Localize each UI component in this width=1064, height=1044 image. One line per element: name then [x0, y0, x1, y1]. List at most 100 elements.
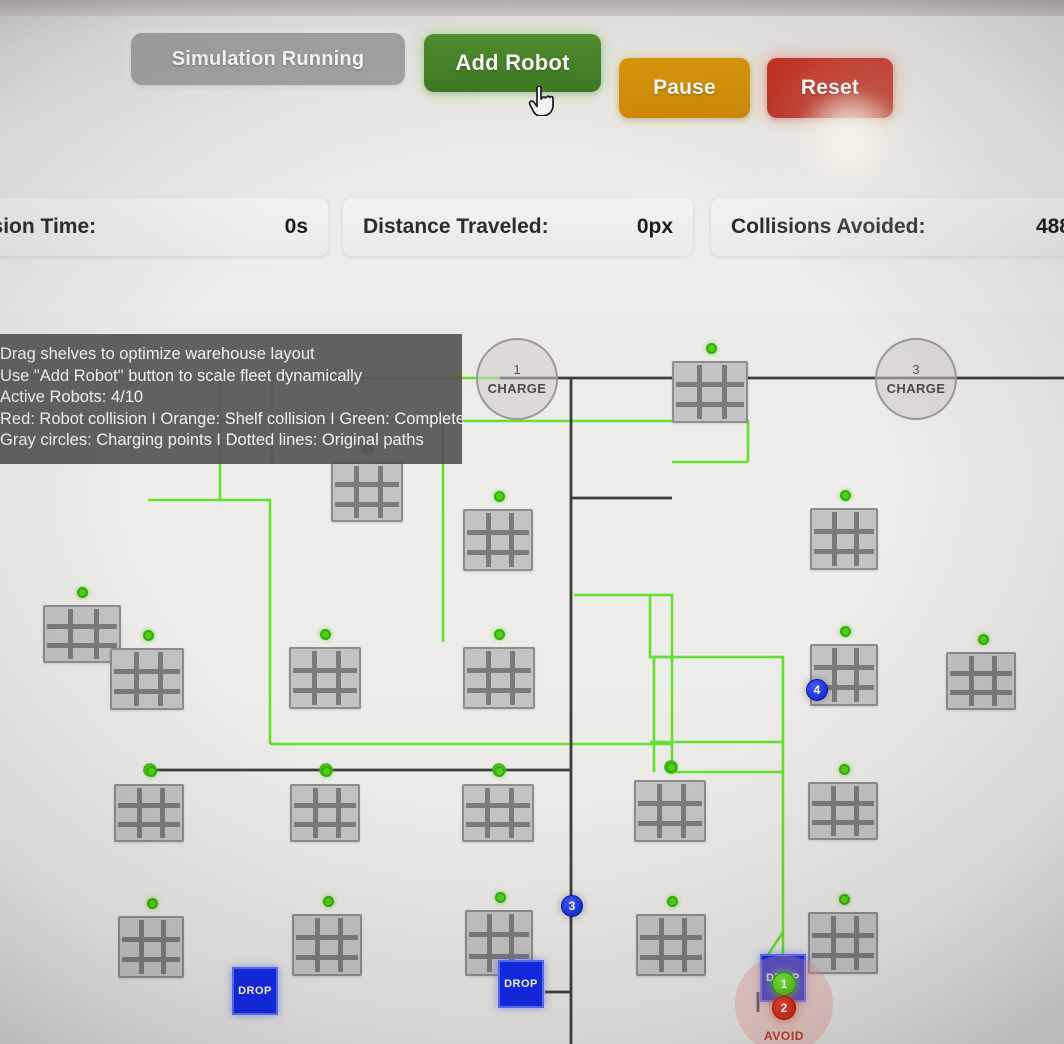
shelf-divider [337, 918, 343, 972]
robot-marker[interactable]: 1 [772, 972, 796, 996]
shelf-divider [158, 652, 164, 706]
warehouse-shelf[interactable] [331, 462, 403, 522]
legend-line: Drag shelves to optimize warehouse layou… [0, 345, 315, 363]
shelf-divider [485, 513, 491, 567]
shelf-divider [466, 803, 530, 809]
drop-zone[interactable]: DROP [498, 960, 544, 1008]
shelf-divider [136, 788, 142, 838]
shelf-status-indicator-icon [147, 898, 158, 909]
robot-marker[interactable]: 3 [561, 895, 583, 917]
stat-label: Distance Traveled: [363, 215, 549, 238]
shelf-divider [854, 512, 860, 566]
warehouse-shelf[interactable] [463, 647, 535, 709]
shelf-divider [638, 800, 702, 806]
warehouse-shelf[interactable] [463, 509, 533, 571]
shelf-divider [814, 685, 874, 691]
warehouse-shelf[interactable] [118, 916, 184, 978]
shelf-divider [68, 609, 74, 659]
warehouse-shelf[interactable] [290, 784, 360, 842]
drop-zone[interactable]: DROP [232, 967, 278, 1015]
shelf-status-indicator-icon [77, 587, 88, 598]
shelf-divider [508, 513, 514, 567]
warehouse-shelf[interactable] [810, 508, 878, 570]
shelf-divider [354, 466, 360, 518]
shelf-divider [139, 920, 145, 974]
pause-button[interactable]: Pause [619, 58, 750, 118]
collision-avoid-label: AVOID [763, 1029, 805, 1043]
shelf-divider [638, 821, 702, 827]
warehouse-shelf[interactable] [289, 647, 361, 709]
shelf-divider [814, 664, 874, 670]
shelf-status-indicator-icon [495, 892, 506, 903]
shelf-divider [296, 934, 358, 940]
shelf-divider [469, 931, 529, 937]
stat-distance-traveled: Distance Traveled: 0px [343, 198, 693, 256]
shelf-divider [294, 803, 356, 809]
shelf-divider [812, 953, 874, 959]
shelf-divider [296, 955, 358, 961]
simulation-status-button[interactable]: Simulation Running [131, 33, 405, 85]
robot-marker[interactable]: 4 [806, 679, 828, 701]
stat-label: ission Time: [0, 215, 97, 238]
warehouse-shelf[interactable] [808, 912, 878, 974]
warehouse-shelf[interactable] [114, 784, 184, 842]
shelf-divider [830, 786, 836, 836]
shelf-divider [486, 651, 492, 705]
shelf-divider [335, 481, 399, 487]
shelf-divider [122, 957, 180, 963]
stat-collisions-avoided: Collisions Avoided: 488 [711, 198, 1064, 256]
add-robot-button[interactable]: Add Robot [424, 34, 601, 92]
shelf-status-indicator-icon [667, 896, 678, 907]
shelf-status-indicator-icon [706, 343, 717, 354]
shelf-divider [676, 402, 744, 408]
shelf-divider [312, 651, 318, 705]
shelf-divider [510, 651, 516, 705]
robot-marker[interactable]: 2 [772, 996, 796, 1020]
shelf-divider [853, 916, 859, 970]
warehouse-shelf[interactable] [946, 652, 1016, 710]
drop-zone-label: DROP [238, 985, 272, 997]
warehouse-shelf[interactable] [636, 914, 706, 976]
shelf-divider [509, 914, 515, 972]
warehouse-shelf[interactable] [292, 914, 362, 976]
stat-value: 0s [284, 215, 308, 238]
add-robot-label: Add Robot [455, 50, 570, 75]
shelf-divider [812, 932, 874, 938]
shelf-divider [335, 501, 399, 507]
simulation-status-label: Simulation Running [171, 47, 365, 70]
shelf-divider [830, 916, 836, 970]
shelf-divider [831, 648, 837, 702]
shelf-divider [93, 609, 99, 659]
shelf-divider [812, 820, 874, 826]
shelf-divider [336, 651, 342, 705]
reset-button[interactable]: Reset [767, 58, 893, 118]
shelf-divider [114, 689, 180, 695]
charging-station-id: 1 [513, 361, 521, 377]
shelf-divider [133, 652, 139, 706]
shelf-status-indicator-icon [839, 894, 850, 905]
warehouse-shelf[interactable] [462, 784, 534, 842]
shelf-divider [467, 550, 529, 556]
stat-value: 0px [636, 215, 673, 238]
shelf-divider [950, 690, 1012, 696]
warehouse-shelf[interactable] [672, 361, 748, 423]
legend-overlay: Drag shelves to optimize warehouse layou… [0, 334, 465, 464]
drop-zone-label: DROP [504, 978, 538, 990]
shelf-status-indicator-icon [840, 626, 851, 637]
warehouse-shelf[interactable] [634, 780, 706, 842]
shelf-status-indicator-icon [321, 766, 332, 777]
warehouse-shelf[interactable] [43, 605, 121, 663]
warehouse-shelf[interactable] [110, 648, 184, 710]
shelf-divider [47, 643, 117, 649]
shelf-divider [696, 365, 702, 419]
shelf-divider [814, 549, 874, 555]
warehouse-shelf[interactable] [808, 782, 878, 840]
shelf-divider [968, 656, 974, 706]
shelf-status-indicator-icon [666, 762, 677, 773]
shelf-divider [293, 667, 357, 673]
shelf-divider [814, 528, 874, 534]
